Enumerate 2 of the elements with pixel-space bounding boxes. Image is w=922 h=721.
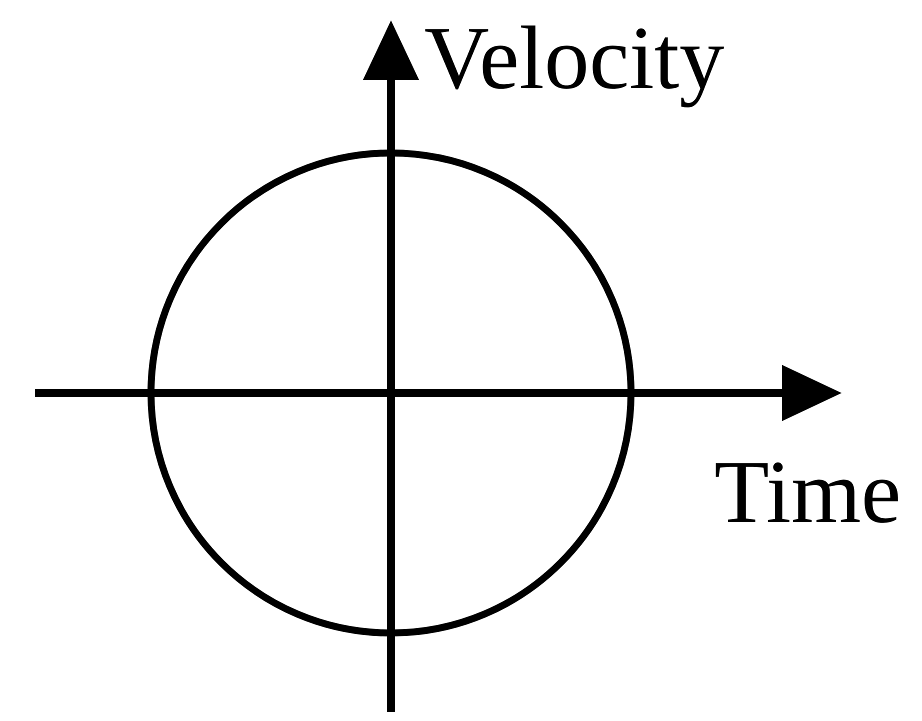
axis-label: Time <box>716 462 898 523</box>
axis-label: Velocity <box>425 26 724 108</box>
